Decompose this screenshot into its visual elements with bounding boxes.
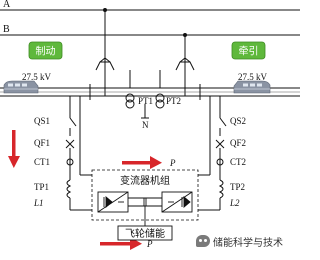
wechat-icon (196, 235, 210, 247)
ct2-label: CT2 (230, 157, 246, 167)
qf1-label: QF1 (34, 138, 50, 148)
flywheel-storage: 飞轮储能 (117, 225, 173, 241)
mode-braking-label: 制动 (36, 45, 56, 58)
voltage-left: 27.5 kV (22, 72, 52, 82)
neutral-label: N (142, 120, 149, 130)
mode-braking: 制动 (28, 41, 63, 60)
right-chain (198, 96, 227, 211)
pantograph-left (95, 57, 115, 71)
neutral: N (141, 104, 149, 130)
traction-power-diagram: A B 制动 牵引 27.5 kV 27.5 kV (0, 0, 300, 250)
bus-a: A (0, 0, 300, 11)
mode-traction-label: 牵引 (239, 46, 259, 58)
pantograph-right (175, 57, 195, 71)
bus-b: B (0, 24, 300, 36)
power-lower-label: P (146, 239, 153, 249)
diagram-canvas: A B 制动 牵引 27.5 kV 27.5 kV (0, 0, 300, 250)
watermark: 储能科学与技术 (196, 232, 283, 250)
qf2-label: QF2 (230, 138, 246, 148)
train-right (233, 80, 271, 94)
power-upper-label: P (169, 158, 176, 168)
watermark-text: 储能科学与技术 (213, 237, 283, 249)
train-left (3, 80, 39, 94)
tp1-label: TP1 (34, 182, 49, 192)
flywheel-label: 飞轮储能 (125, 227, 165, 240)
pt-left-label: PT1 (138, 96, 153, 106)
arrow-power-upper (122, 156, 162, 169)
pt-right-label: PT2 (166, 96, 181, 106)
arrow-left-down (8, 130, 20, 168)
tp2-label: TP2 (230, 182, 245, 192)
qs1-label: QS1 (34, 116, 50, 126)
bus-feeders (103, 8, 187, 96)
converter-units (97, 191, 193, 226)
l1-label: L1 (33, 198, 44, 208)
mode-traction: 牵引 (231, 41, 266, 60)
converter-group: 变流器机组 (91, 169, 199, 221)
bus-a-label: A (3, 0, 11, 10)
l2-label: L2 (229, 198, 240, 208)
pt-left: PT1 (125, 70, 153, 109)
ct1-label: CT1 (34, 157, 50, 167)
voltage-right: 27.5 kV (238, 72, 268, 82)
qs2-label: QS2 (230, 116, 246, 126)
bus-b-label: B (3, 24, 10, 35)
left-chain (65, 96, 92, 211)
pt-right: PT2 (155, 70, 181, 109)
converter-label: 变流器机组 (120, 174, 170, 187)
